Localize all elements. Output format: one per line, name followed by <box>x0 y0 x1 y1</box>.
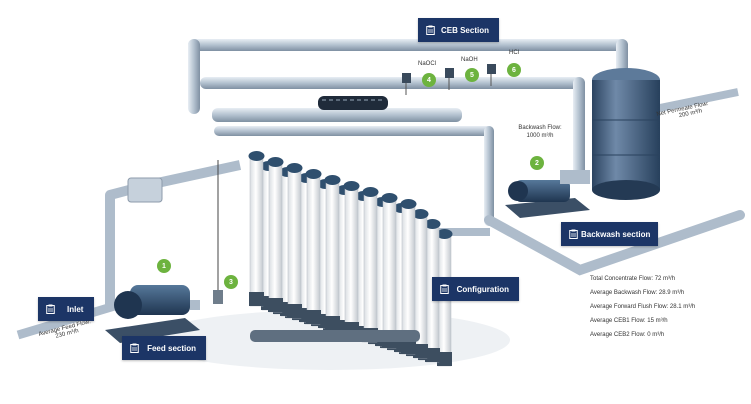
uf-module <box>306 173 321 325</box>
uf-module-cap <box>412 209 429 219</box>
uf-module-cap <box>267 157 284 167</box>
ceb-section-text: CEB Section <box>440 25 489 35</box>
stat-avg-ceb1: Average CEB1 Flow: 15 m³/h <box>590 318 668 324</box>
drain-weight <box>213 290 223 304</box>
ceb-section-label[interactable]: CEB Section <box>418 18 499 42</box>
uf-module-base <box>425 348 440 362</box>
naocl-label: NaOCl <box>418 61 437 67</box>
uf-module-base <box>306 310 321 324</box>
uf-module-base <box>249 292 264 306</box>
ceb-loop-pipe <box>188 39 628 177</box>
badge-6[interactable]: 6 <box>507 63 521 77</box>
uf-module-base <box>268 298 283 312</box>
uf-module-base <box>401 340 416 354</box>
badge-2[interactable]: 2 <box>530 156 544 170</box>
uf-module-cap <box>324 175 341 185</box>
backwash-section-text: Backwash section <box>581 229 651 239</box>
header-manifold <box>212 96 462 122</box>
uf-module-cap <box>343 181 360 191</box>
inlet-text: Inlet <box>67 304 84 314</box>
clipboard-icon <box>46 304 55 314</box>
uf-module-base <box>437 352 452 366</box>
backwash-flow-note: Backwash Flow: 1000 m³/h <box>510 124 570 140</box>
badge-3[interactable]: 3 <box>224 275 238 289</box>
naoh-label: NaOH <box>461 57 478 63</box>
permeate-pipe <box>649 88 739 114</box>
backwash-section-label[interactable]: Backwash section <box>561 222 658 246</box>
inlet-label[interactable]: Inlet <box>38 297 94 321</box>
uf-module-cap <box>248 151 265 161</box>
uf-module-base <box>287 304 302 318</box>
backwash-flow-line2: 1000 m³/h <box>526 133 554 139</box>
clipboard-icon <box>130 343 139 353</box>
uf-module-cap <box>400 199 417 209</box>
hcl-label: HCl <box>509 50 519 56</box>
feed-section-text: Feed section <box>147 343 196 353</box>
backwash-pump <box>505 170 590 218</box>
stat-avg-ceb2: Average CEB2 Flow: 0 m³/h <box>590 332 665 338</box>
badge-5[interactable]: 5 <box>465 68 479 82</box>
uf-module-cap <box>436 229 453 239</box>
stat-avg-backwash: Average Backwash Flow: 28.9 m³/h <box>590 290 685 296</box>
backwash-flow-line1: Backwash Flow: <box>518 125 562 131</box>
backwash-tank <box>592 68 660 200</box>
configuration-label[interactable]: Configuration <box>432 277 519 301</box>
feed-section-label[interactable]: Feed section <box>122 336 206 360</box>
bottom-manifold <box>250 330 420 342</box>
stat-avg-forward-flush: Average Forward Flush Flow: 28.1 m³/h <box>590 304 696 310</box>
uf-module <box>344 185 359 337</box>
uf-module <box>249 155 264 307</box>
dosing-units <box>402 64 496 95</box>
uf-module <box>268 161 283 313</box>
uf-module-cap <box>362 187 379 197</box>
uf-module-cap <box>286 163 303 173</box>
uf-module <box>287 167 302 319</box>
badge-4[interactable]: 4 <box>422 73 436 87</box>
uf-module-base <box>413 344 428 358</box>
uf-module-cap <box>424 219 441 229</box>
stat-total-concentrate: Total Concentrate Flow: 72 m³/h <box>590 276 676 282</box>
uf-module-cap <box>305 169 322 179</box>
configuration-text: Configuration <box>456 284 509 294</box>
uf-module <box>363 191 378 343</box>
clipboard-icon <box>440 284 449 294</box>
backwash-pipe <box>214 126 745 276</box>
uf-module <box>325 179 340 331</box>
badge-1[interactable]: 1 <box>157 259 171 273</box>
uf-module <box>382 197 397 349</box>
uf-module-base <box>325 316 340 330</box>
uf-module-cap <box>381 193 398 203</box>
clipboard-icon <box>426 25 435 35</box>
